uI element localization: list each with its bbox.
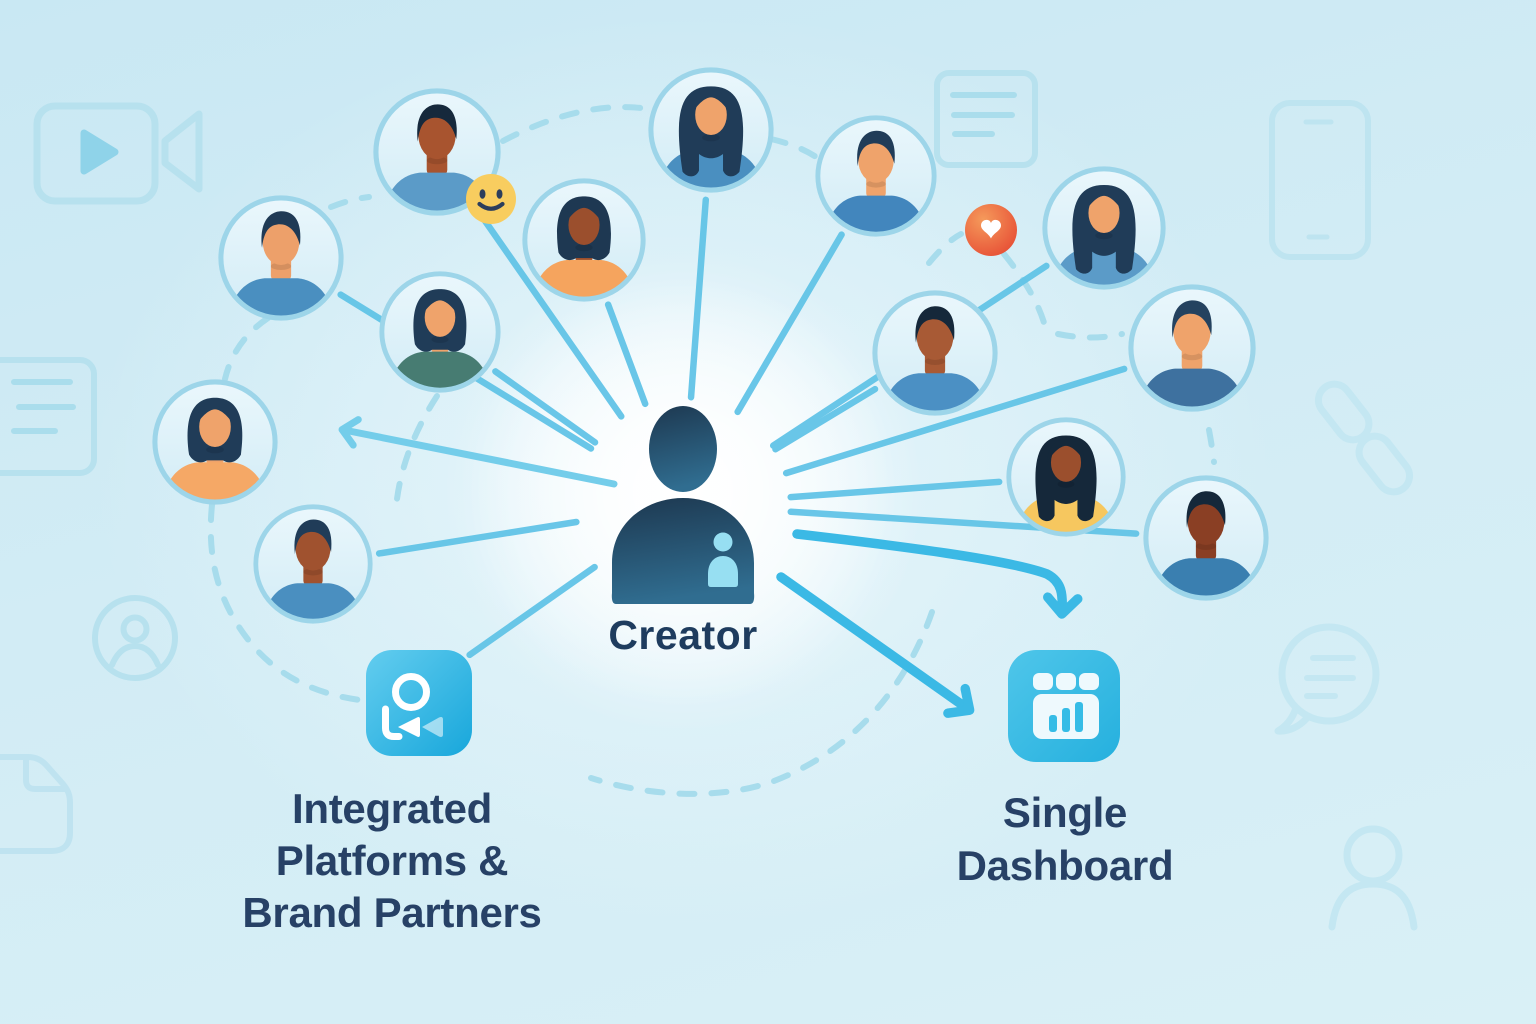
avatar-man-dark-mid	[872, 290, 998, 416]
integrated-label-line-2: Platforms &	[275, 837, 509, 884]
spoke-line-woman-dark-yellow	[787, 478, 1003, 501]
dashed-connector	[207, 502, 363, 703]
avatar-woman-dark-yellow	[1006, 417, 1126, 537]
spoke-line-man-center-top	[734, 231, 845, 416]
avatar-woman-dark-orange	[522, 178, 646, 302]
dashboard-label-line-2: Dashboard	[956, 842, 1174, 889]
avatar-woman-long-top	[648, 67, 774, 193]
arrow-to-dashboard-top	[792, 529, 1083, 619]
dashed-connector	[768, 136, 822, 162]
video-camera-icon	[33, 102, 203, 205]
heart-like-badge	[965, 204, 1017, 256]
integrated-platforms-app-icon	[366, 650, 472, 756]
spoke-line-woman-dark-orange	[604, 301, 649, 408]
chain-link-icon	[1314, 380, 1414, 496]
integrated-platforms-label: Integrated Platforms & Brand Partners	[142, 783, 642, 939]
spoke-line-man-dark-mid	[772, 385, 879, 453]
avatars	[152, 67, 1269, 624]
user-outline-icon	[1328, 825, 1418, 931]
dashed-connector	[926, 231, 964, 266]
user-circle-icon	[92, 595, 178, 681]
avatar-man-dark-top	[373, 88, 501, 216]
avatar-woman-long-right	[1042, 166, 1166, 290]
dashboard-label-line-1: Single	[1002, 789, 1128, 836]
chat-bubble-icon	[1274, 623, 1380, 735]
integrated-label-line-3: Brand Partners	[242, 889, 542, 936]
dashed-connector	[328, 194, 372, 210]
dashed-connector	[1055, 331, 1125, 341]
folded-page-icon	[0, 754, 73, 854]
creator-label: Creator	[608, 612, 758, 658]
dashed-connector	[588, 609, 935, 797]
avatar-man-top-left	[218, 195, 344, 321]
avatar-man-brown-left	[253, 504, 373, 624]
spoke-line-integrated-app	[466, 563, 598, 659]
spoke-line-man-brown-left	[375, 518, 580, 557]
avatar-woman-bob-teal	[379, 271, 501, 393]
avatar-man-dark-right	[1143, 475, 1269, 601]
single-dashboard-label: Single Dashboard	[865, 786, 1265, 892]
dashed-connector	[1206, 427, 1217, 465]
dashed-connector	[394, 393, 440, 502]
dashed-connectors	[207, 104, 1217, 797]
spoke-line-man-right	[782, 365, 1128, 477]
creator-user-badge	[708, 532, 738, 587]
avatar-man-right	[1128, 284, 1256, 412]
smartphone-icon	[1269, 100, 1371, 260]
avatar-man-center-top	[815, 115, 937, 237]
arrows	[338, 416, 1083, 718]
document-lines-icon	[0, 357, 97, 476]
note-card-icon	[934, 70, 1038, 168]
spoke-line-woman-bob-teal	[492, 368, 599, 446]
arrow-to-left-avatar	[338, 416, 618, 488]
single-dashboard-app-icon	[1008, 650, 1120, 762]
dashed-connector	[500, 104, 652, 144]
integrated-label-line-1: Integrated	[291, 785, 493, 832]
background-decorations	[0, 70, 1418, 931]
spoke-line-man-dark-top	[474, 207, 625, 420]
arrow-to-dashboard-left	[776, 572, 975, 718]
avatar-woman-bob-left	[152, 379, 278, 505]
creator-figure	[611, 406, 755, 604]
spoke-line-woman-long-top	[687, 196, 710, 401]
smiley-emoji-badge	[466, 174, 516, 224]
creator-head	[649, 406, 717, 492]
dashed-connector	[222, 315, 271, 382]
dashed-connector	[1001, 251, 1049, 333]
